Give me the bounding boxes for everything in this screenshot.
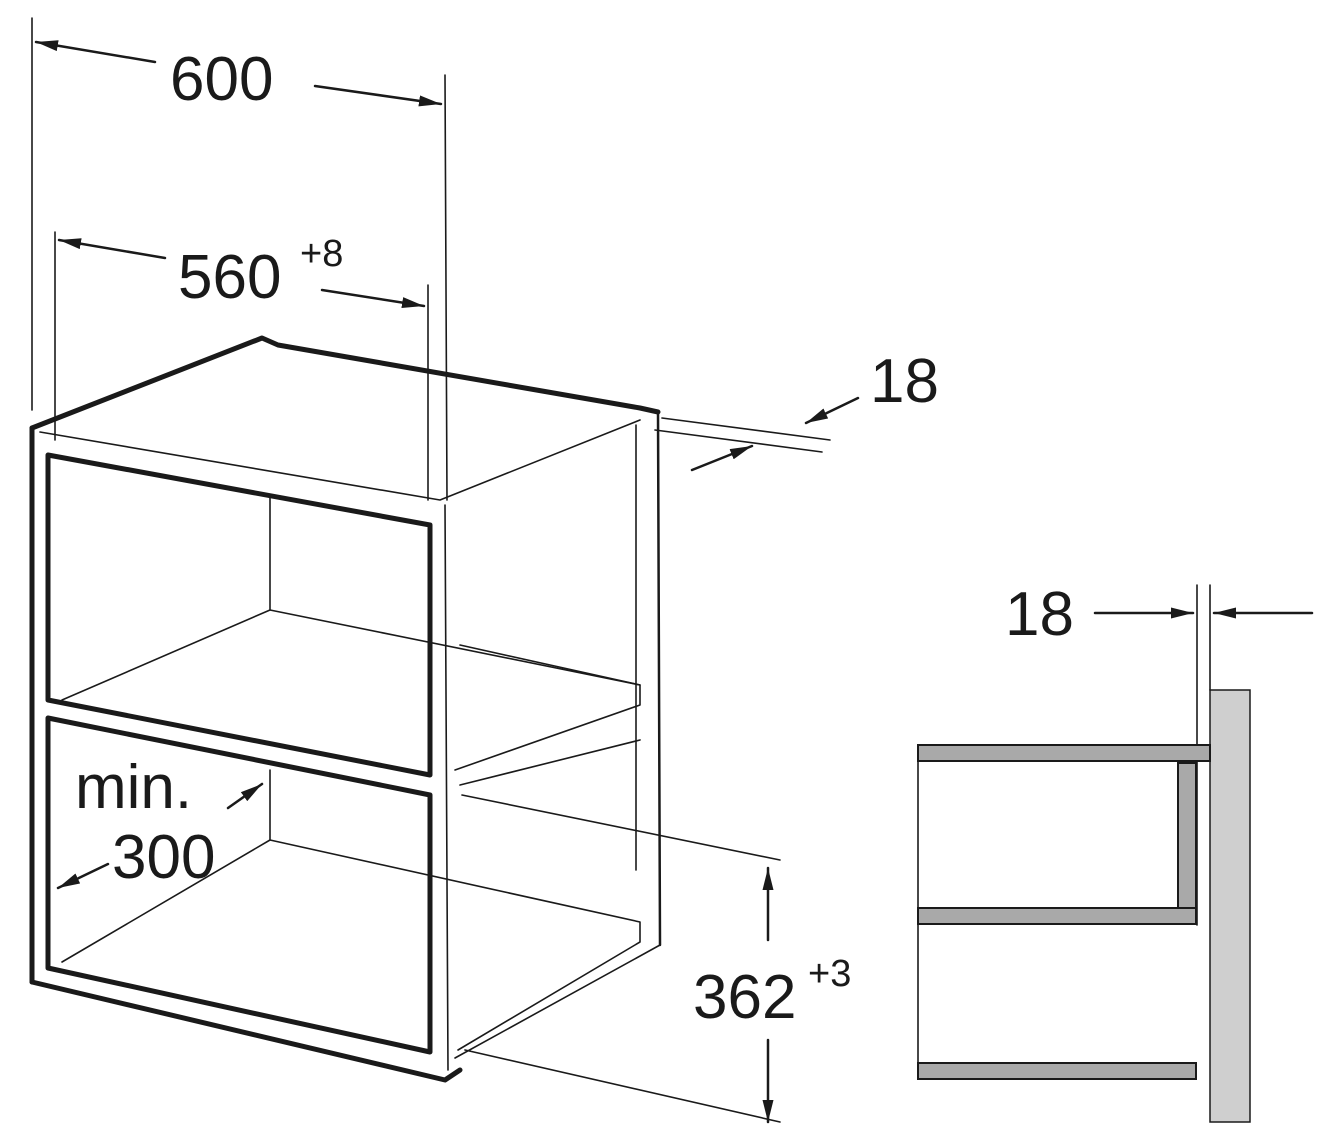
upper-compartment-frame bbox=[45, 452, 433, 778]
dim-560: 560 +8 bbox=[54, 231, 429, 501]
dim-560-arrow-left bbox=[57, 238, 167, 260]
side-wall bbox=[1209, 689, 1251, 1123]
dim-600: 600 bbox=[31, 17, 448, 501]
dim-300-arrow-back bbox=[226, 782, 264, 810]
cabinet-top-back-edge bbox=[29, 335, 661, 431]
dim-600-ext-right bbox=[444, 74, 448, 501]
side-top-board bbox=[917, 744, 1211, 762]
dim-560-label: 560 bbox=[178, 243, 281, 312]
middle-shelf-back-line bbox=[459, 644, 641, 686]
side-middle-board bbox=[917, 907, 1197, 925]
cabinet-drawing bbox=[29, 335, 662, 1083]
dim-18-top-arrow-1 bbox=[804, 396, 860, 425]
side-back-panel bbox=[1177, 762, 1197, 924]
side-dim-label: 18 bbox=[1005, 580, 1074, 649]
cabinet-base-right-edge bbox=[454, 944, 661, 1059]
side-section-view: 18 bbox=[917, 580, 1314, 1123]
dim-560-arrow-right bbox=[320, 288, 426, 309]
dim-300-arrow-front bbox=[56, 862, 110, 890]
dim-362-ext-bottom bbox=[464, 1049, 781, 1123]
dim-18-top-arrow-2 bbox=[690, 444, 754, 472]
dim-18-top-ext-1 bbox=[661, 417, 831, 441]
dim-18-top-label: 18 bbox=[870, 347, 939, 416]
dim-362-tolerance: +3 bbox=[808, 953, 851, 995]
upper-shelf-outline bbox=[61, 609, 641, 771]
dim-300: min. 300 bbox=[56, 753, 264, 892]
dim-362-ext-top bbox=[461, 794, 781, 861]
lower-shelf-outline bbox=[61, 839, 641, 1051]
dim-560-tolerance: +8 bbox=[300, 233, 343, 275]
dim-18-top: 18 bbox=[654, 347, 939, 472]
cabinet-bottom-front-edge bbox=[29, 979, 463, 1083]
dim-600-arrow-left bbox=[34, 40, 157, 64]
side-bottom-board bbox=[917, 1062, 1197, 1080]
dim-18-top-ext-2 bbox=[654, 429, 823, 453]
cabinet-front-right-edge bbox=[444, 504, 449, 1071]
dim-362-label: 362 bbox=[693, 963, 796, 1032]
dim-362: 362 +3 bbox=[461, 794, 851, 1124]
lower-shelf-back-line bbox=[459, 739, 641, 786]
dim-600-arrow-right bbox=[313, 84, 443, 107]
cabinet-back-right-edge bbox=[656, 410, 662, 947]
dim-300-label: 300 bbox=[112, 823, 215, 892]
dim-300-min-word: min. bbox=[75, 753, 192, 822]
cabinet-top-front-edge bbox=[39, 419, 641, 501]
lower-compartment-frame bbox=[45, 715, 433, 1055]
dim-600-label: 600 bbox=[170, 45, 273, 114]
